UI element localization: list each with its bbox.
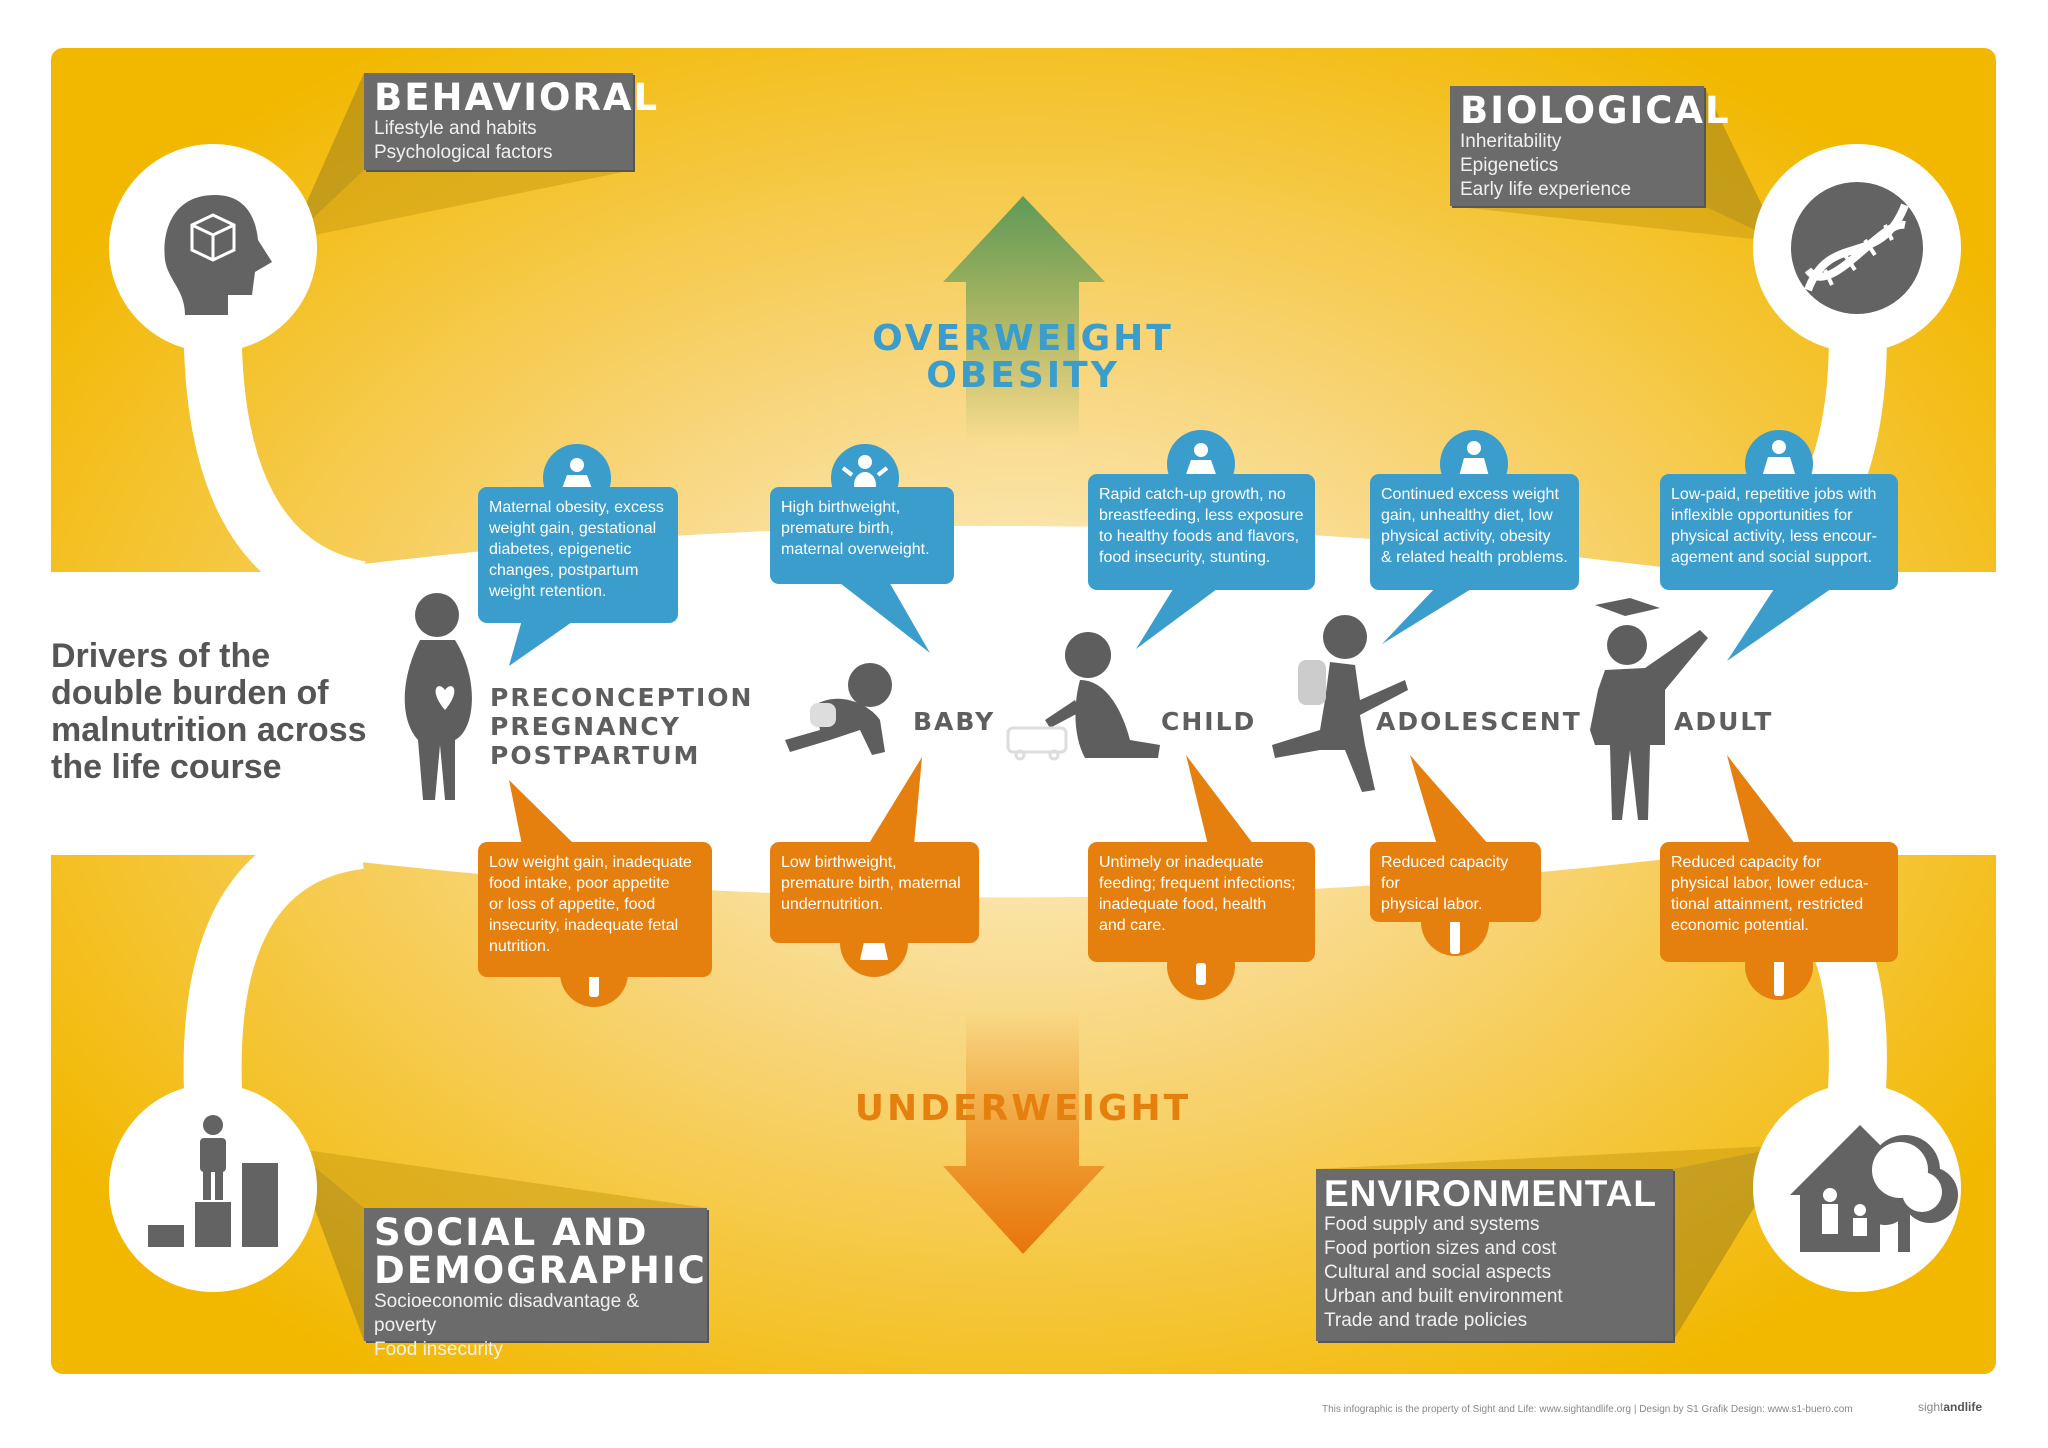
behavioral-heading: BEHAVIORAL	[374, 76, 660, 119]
stage-label-adult: ADULT	[1674, 707, 1774, 736]
environmental-heading: ENVIRONMENTAL	[1324, 1173, 1657, 1214]
behavioral-box: BEHAVIORAL Lifestyle and habits Psycholo…	[364, 73, 660, 170]
overweight-bubble-child: Rapid catch-up growth, no breastfeeding,…	[1088, 474, 1315, 590]
stage-label-baby: BABY	[913, 707, 996, 736]
logo-bold: andlife	[1943, 1400, 1983, 1414]
overweight-label: OVERWEIGHT OBESITY	[872, 318, 1174, 396]
person-on-steps-icon	[148, 1115, 278, 1247]
stage-label-pregnancy: PRECONCEPTION PREGNANCY POSTPARTUM	[490, 683, 754, 770]
underweight-label: UNDERWEIGHT	[854, 1088, 1192, 1129]
dna-icon	[1791, 182, 1923, 314]
pregnant-woman-figure	[404, 593, 472, 800]
environmental-box: ENVIRONMENTAL Food supply and systems Fo…	[1316, 1169, 1673, 1341]
life-stage-figures	[404, 593, 1708, 820]
environmental-text: Food supply and systems Food portion siz…	[1324, 1214, 1563, 1331]
sightandlife-logo: sightandlife	[1918, 1400, 1982, 1414]
overweight-bubble-adolescent: Continued excess weight gain, unhealthy …	[1370, 474, 1579, 590]
head-with-box-icon	[164, 195, 272, 315]
stage-label-adolescent: ADOLESCENT	[1376, 707, 1582, 736]
biological-text: Inheritability Epigenetics Early life ex…	[1460, 131, 1632, 200]
underweight-bubble-pregnancy: Low weight gain, inadequate food intake,…	[478, 842, 712, 977]
logo-light: sight	[1918, 1400, 1944, 1414]
behavioral-text: Lifestyle and habits Psychological facto…	[374, 118, 553, 163]
social-box: SOCIAL AND DEMOGRAPHIC Socioeconomic dis…	[364, 1208, 707, 1360]
underweight-bubble-adolescent: Reduced capacity for physical labor.	[1370, 842, 1541, 922]
underweight-bubble-adult: Reduced capacity for physical labor, low…	[1660, 842, 1898, 962]
house-and-tree-icon	[1790, 1125, 1958, 1252]
biological-box: BIOLOGICAL Inheritability Epigenetics Ea…	[1450, 86, 1731, 206]
overweight-bubble-pregnancy: Maternal obesity, excess weight gain, ge…	[478, 487, 678, 623]
stage-label-child: CHILD	[1161, 707, 1257, 736]
social-text: Socioeconomic disadvantage & poverty Foo…	[374, 1291, 640, 1360]
down-arrow	[943, 1010, 1105, 1254]
infographic-title: Drivers of the double burden of malnutri…	[51, 637, 367, 786]
social-heading: SOCIAL AND DEMOGRAPHIC	[374, 1211, 707, 1292]
sitting-child-figure	[1045, 632, 1160, 758]
adult-graduate-figure	[1590, 598, 1708, 820]
overweight-bubble-adult: Low-paid, repetitive jobs with inflexibl…	[1660, 474, 1898, 590]
up-arrow	[943, 196, 1105, 440]
toy-bus-icon	[1006, 726, 1068, 761]
footer-credit: This infographic is the property of Sigh…	[1322, 1404, 1853, 1415]
underweight-bubble-child: Untimely or inadequate feeding; frequent…	[1088, 842, 1315, 962]
crawling-baby-figure	[785, 663, 892, 755]
underweight-bubble-baby: Low birthweight, premature birth, matern…	[770, 842, 979, 943]
overweight-bubble-baby: High birthweight, premature birth, mater…	[770, 487, 954, 584]
biological-heading: BIOLOGICAL	[1460, 89, 1731, 132]
running-adolescent-figure	[1272, 615, 1408, 792]
